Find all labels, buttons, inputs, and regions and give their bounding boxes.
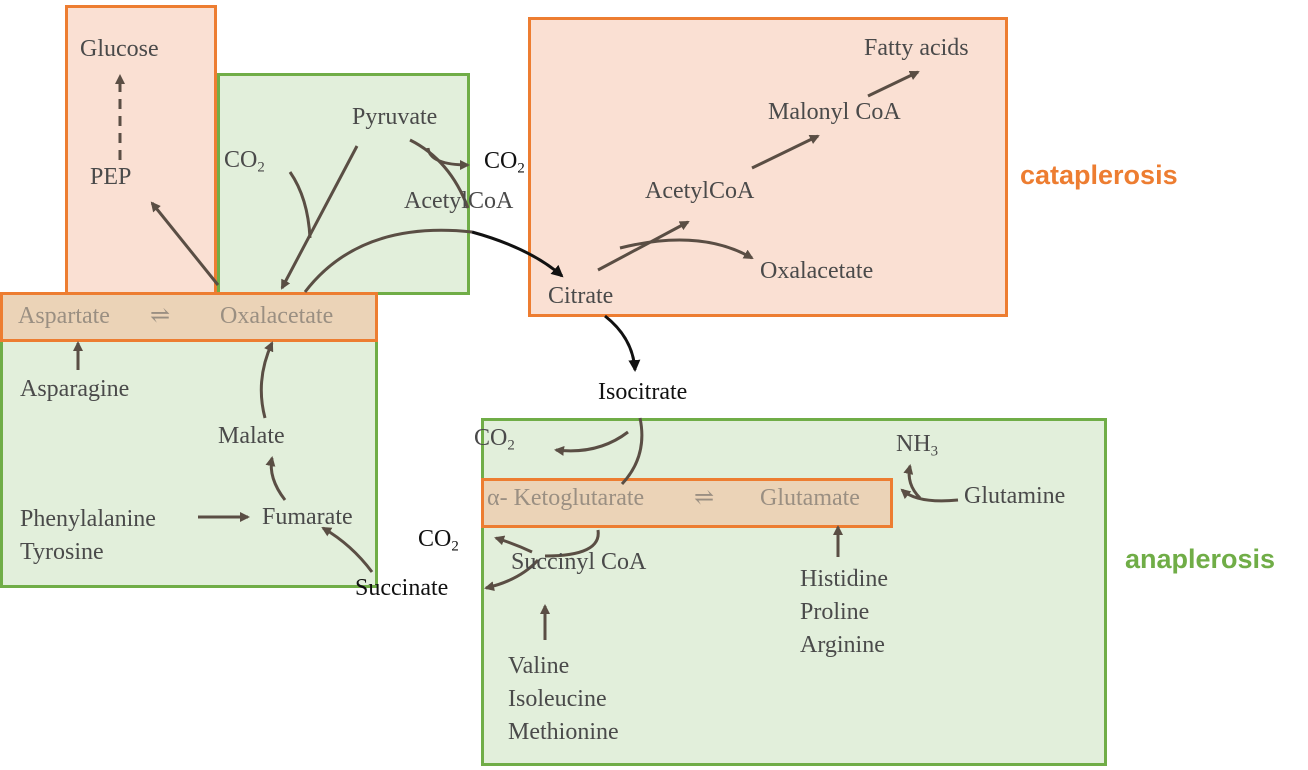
tyrosine-label: Tyrosine (20, 539, 104, 565)
glutamine-label: Glutamine (964, 483, 1066, 509)
succinate-label: Succinate (355, 575, 449, 601)
co2-label-left: CO2 (224, 147, 265, 176)
glutamate-label: Glutamate (760, 485, 860, 511)
glutamine-to-glutamate-arrow (900, 488, 959, 503)
acetylcoa-to-citrate-arrow (471, 230, 564, 278)
aspartate-oxalacetate-equilibrium: ⇌ (150, 303, 171, 329)
isoleucine-label: Isoleucine (508, 686, 607, 712)
phenylalanine-label: Phenylalanine (20, 506, 156, 532)
anaplerosis-label: anaplerosis (1125, 544, 1276, 574)
ketoglutarate-to-succinylcoa-curve (544, 529, 600, 558)
succinylcoa-label: Succinyl CoA (511, 549, 647, 575)
fumarate-label: Fumarate (262, 504, 353, 530)
malate-to-oxalacetate-arrow (259, 341, 274, 419)
alpha-ketoglutarate-label: α- Ketoglutarate (487, 485, 645, 511)
glucose-label: Glucose (80, 36, 159, 62)
acetylcoa-to-malonylcoa-arrow (751, 134, 820, 170)
isocitrate-label: Isocitrate (598, 379, 688, 405)
citrate-to-oxalacetate-arrow (619, 238, 754, 260)
pyruvate-co2-release-arrow (426, 147, 470, 170)
acetylcoa-label-top: AcetylCoA (404, 188, 514, 214)
proline-label: Proline (800, 599, 870, 625)
ketoglutarate-glutamate-equilibrium: ⇌ (694, 485, 715, 511)
cataplerosis-gluconeogenesis-box (65, 5, 217, 295)
histidine-label: Histidine (800, 566, 888, 592)
aspartate-label: Aspartate (18, 303, 110, 329)
succinate-to-fumarate-arrow (321, 526, 374, 573)
pep-label: PEP (90, 164, 132, 190)
citrate-label: Citrate (548, 283, 614, 309)
aspartate-oxalacetate-strip (0, 292, 378, 342)
isocitrate-to-ketoglutarate-curve (620, 417, 644, 486)
pyruvate-to-acetylcoa-curve (409, 138, 470, 209)
ketoglutarate-co2-release-arrow (494, 535, 533, 554)
anaplerosis-right-box (481, 418, 1107, 766)
isocitrate-co2-release-arrow (554, 430, 629, 456)
co2-fixation-curve (288, 171, 312, 239)
citrate-to-isocitrate-arrow (604, 314, 641, 372)
his-pro-arg-label: Histidine Proline Arginine (800, 563, 888, 662)
succinylcoa-to-succinate-arrow (484, 558, 540, 592)
pyruvate-to-oxalacetate-arrow (280, 145, 359, 290)
oxalacetate-to-pep-arrow (150, 201, 220, 286)
co2-label-ketoglutarate: CO2 (418, 526, 459, 555)
co2-label-isocitrate: CO2 (474, 425, 515, 454)
phenylalanine-tyrosine-label: Phenylalanine Tyrosine (20, 503, 156, 569)
acetylcoa-label-right: AcetylCoA (645, 178, 755, 204)
co2-label-pyruvate: CO2 (484, 148, 525, 177)
asparagine-label: Asparagine (20, 376, 130, 402)
glutamine-nh3-release-arrow (903, 464, 922, 500)
arginine-label: Arginine (800, 632, 885, 658)
cataplerosis-label: cataplerosis (1020, 160, 1178, 190)
oxalacetate-to-citrate-curve (303, 228, 473, 293)
methionine-label: Methionine (508, 719, 619, 745)
citrate-to-acetylcoa-arrow (597, 220, 690, 272)
malate-label: Malate (218, 423, 285, 449)
cataplerosis-citrate-box (528, 17, 1008, 317)
malonylcoa-to-fattyacids-arrow (867, 70, 920, 98)
malonylcoa-label: Malonyl CoA (768, 99, 901, 125)
valine-label: Valine (508, 653, 570, 679)
nh3-label: NH3 (896, 431, 939, 460)
ketoglutarate-glutamate-strip (481, 478, 893, 528)
pyruvate-label: Pyruvate (352, 104, 438, 130)
oxalacetate-label: Oxalacetate (220, 303, 334, 329)
anaplerosis-pyruvate-box (217, 73, 470, 295)
oxalacetate-label-right: Oxalacetate (760, 258, 874, 284)
fumarate-to-malate-arrow (265, 456, 287, 501)
branched-aa-label: Valine Isoleucine Methionine (508, 650, 619, 749)
fattyacids-label: Fatty acids (864, 35, 969, 61)
